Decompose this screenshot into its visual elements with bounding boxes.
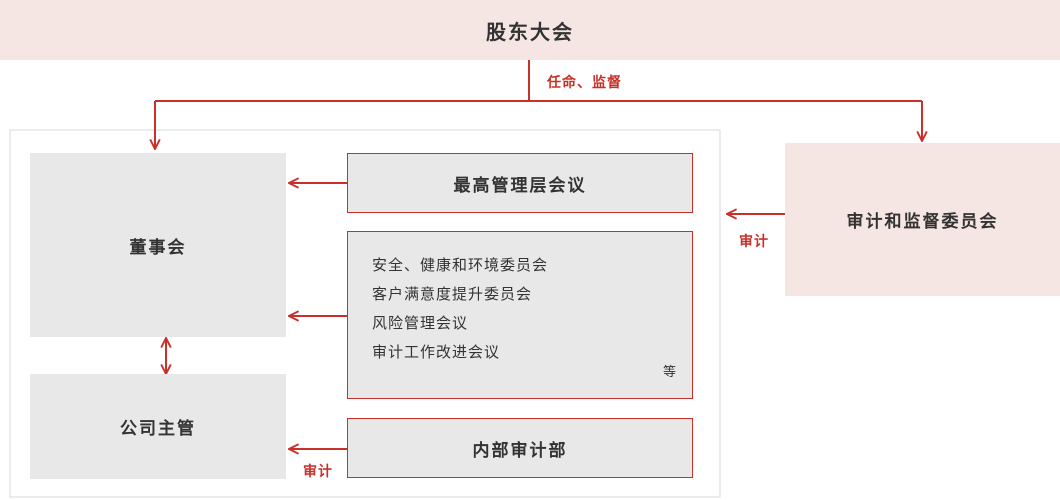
committee-item: 风险管理会议	[372, 314, 469, 332]
committee-item: 审计工作改进会议	[372, 343, 501, 361]
executives-label: 公司主管	[120, 419, 196, 439]
management-meeting-label: 最高管理层会议	[453, 175, 587, 196]
audit-label-right: 审计	[739, 234, 769, 250]
audit-label-bottom: 审计	[303, 464, 333, 480]
audit-committee-label: 审计和监督委员会	[846, 212, 999, 232]
board-box: 董事会	[30, 153, 286, 337]
internal-audit-label: 内部审计部	[472, 440, 568, 461]
committee-item: 安全、健康和环境委员会	[372, 256, 549, 274]
committees-etc-label: 等	[662, 365, 676, 380]
board-label: 董事会	[129, 237, 187, 258]
audit-committee-box: 审计和监督委员会	[785, 143, 1060, 296]
management-meeting-box: 最高管理层会议	[347, 153, 693, 213]
governance-frame	[9, 129, 721, 498]
committee-list: 安全、健康和环境委员会 客户满意度提升委员会 风险管理会议 审计工作改进会议	[372, 254, 548, 362]
internal-audit-box: 内部审计部	[347, 418, 693, 478]
shareholders-meeting-label: 股东大会	[486, 19, 574, 44]
shareholders-meeting-box: 股东大会	[0, 0, 1060, 60]
committees-box: 安全、健康和环境委员会 客户满意度提升委员会 风险管理会议 审计工作改进会议 等	[347, 231, 693, 399]
executives-box: 公司主管	[30, 374, 286, 479]
appoint-supervise-label: 任命、监督	[547, 75, 622, 91]
committee-item: 客户满意度提升委员会	[372, 285, 533, 303]
